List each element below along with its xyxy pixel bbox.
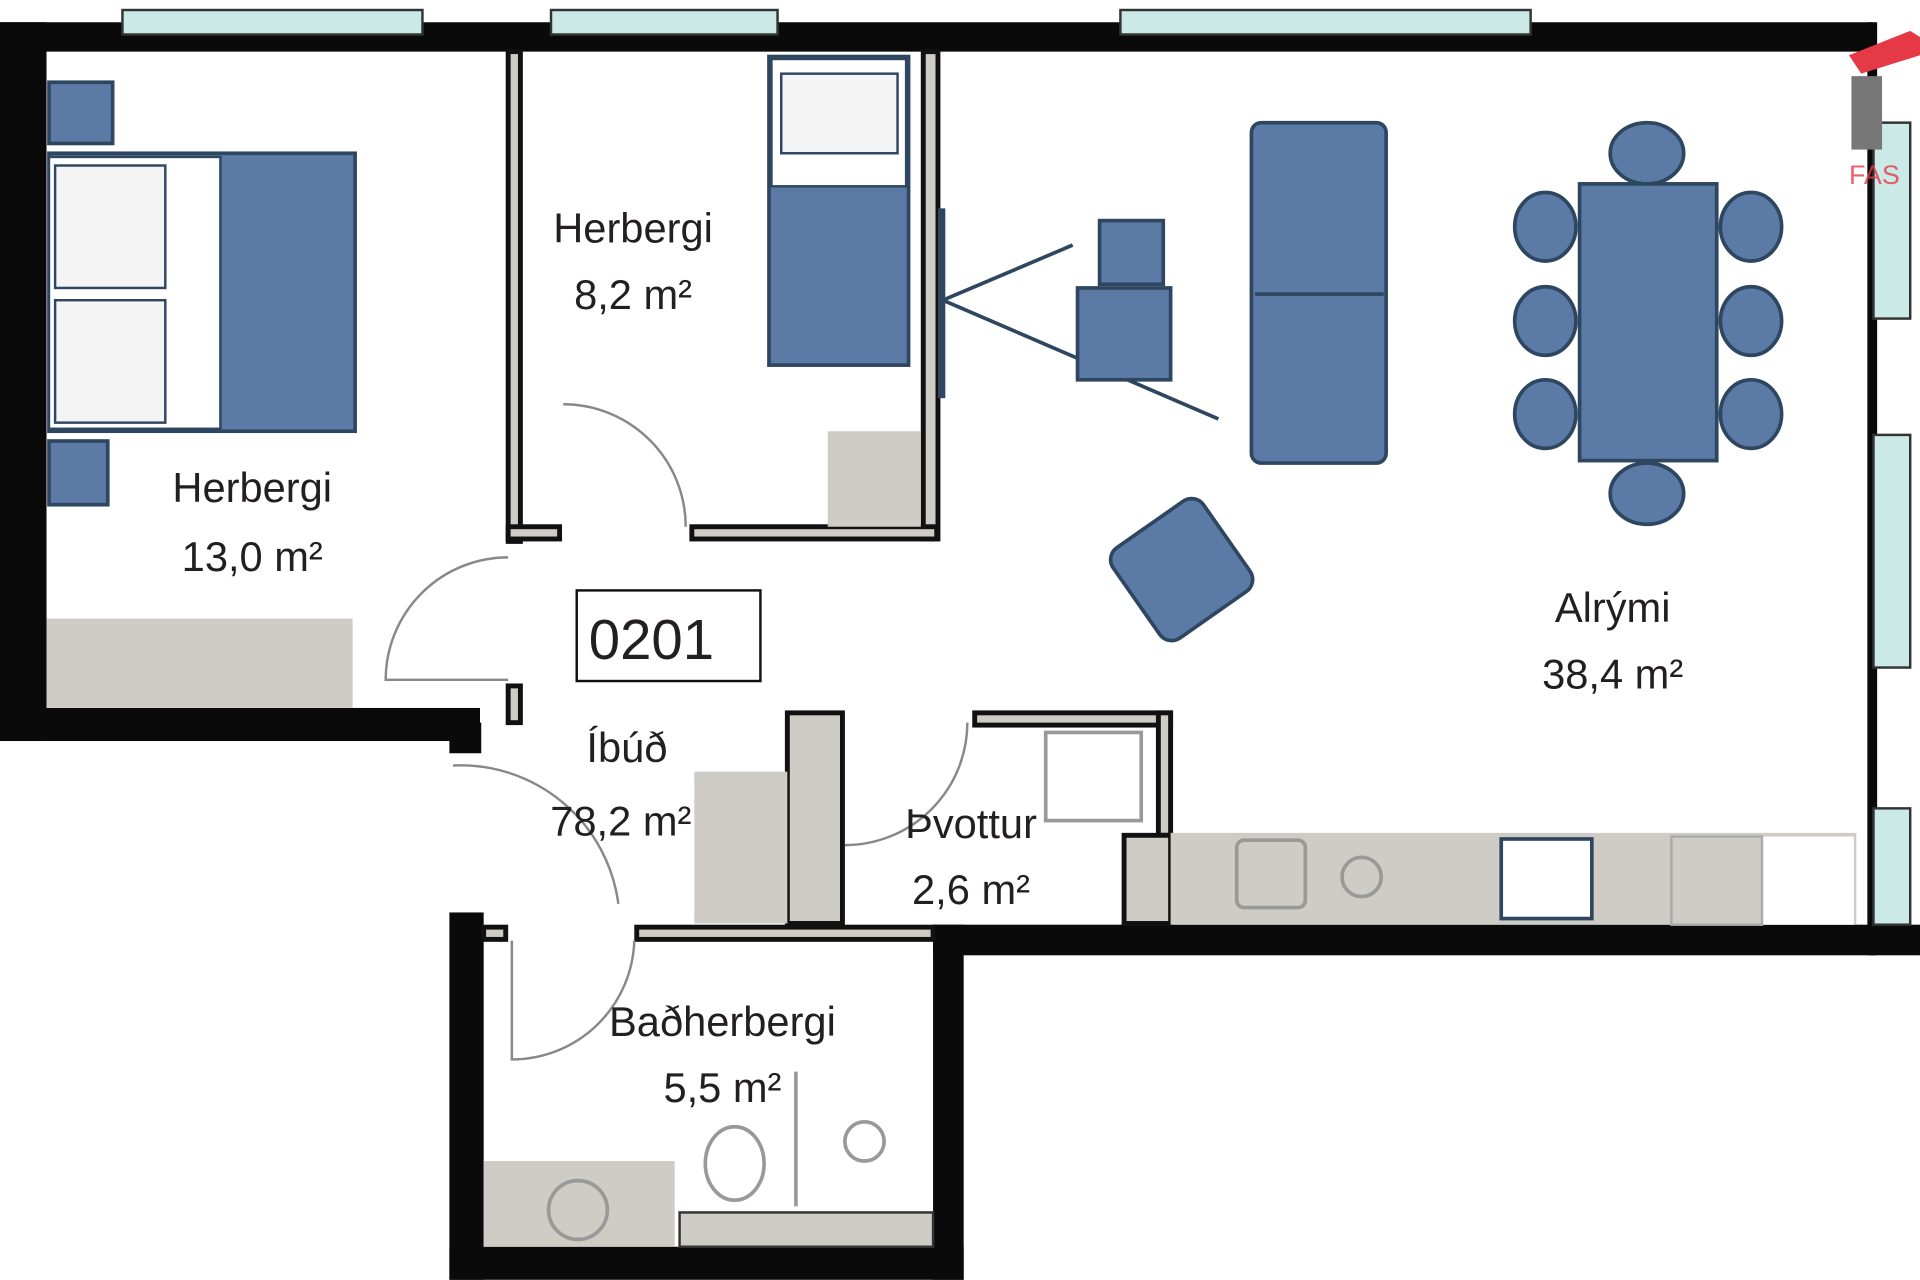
room-area-bedroom-2: 8,2 m² bbox=[574, 271, 692, 318]
room-area-laundry: 2,6 m² bbox=[912, 866, 1030, 913]
room-area-bedroom-1: 13,0 m² bbox=[182, 533, 323, 580]
kitchen-counter bbox=[694, 730, 1857, 926]
bedroom-2-furniture bbox=[767, 54, 921, 527]
room-area-bathroom: 5,5 m² bbox=[663, 1064, 781, 1111]
room-area-living: 38,4 m² bbox=[1542, 650, 1683, 697]
room-name-bedroom-2: Herbergi bbox=[553, 205, 713, 252]
svg-text:FAS: FAS bbox=[1849, 160, 1900, 190]
bathroom-fixtures bbox=[483, 1071, 935, 1248]
unit-number-box bbox=[575, 589, 762, 683]
living-furniture bbox=[937, 120, 1784, 643]
door-swings bbox=[384, 403, 969, 1061]
room-name-apartment: Íbúð bbox=[586, 724, 667, 771]
windows bbox=[121, 8, 1912, 926]
room-name-bathroom: Baðherbergi bbox=[609, 998, 836, 1045]
fast-logo: FAS bbox=[1848, 30, 1920, 190]
walls bbox=[0, 22, 1920, 1280]
room-name-laundry: Þvottur bbox=[905, 800, 1037, 847]
room-area-apartment: 78,2 m² bbox=[550, 797, 691, 844]
bedroom-1-furniture bbox=[46, 80, 357, 708]
room-name-bedroom-1: Herbergi bbox=[172, 464, 332, 511]
room-name-living: Alrými bbox=[1555, 584, 1671, 631]
unit-number: 0201 bbox=[589, 608, 714, 671]
